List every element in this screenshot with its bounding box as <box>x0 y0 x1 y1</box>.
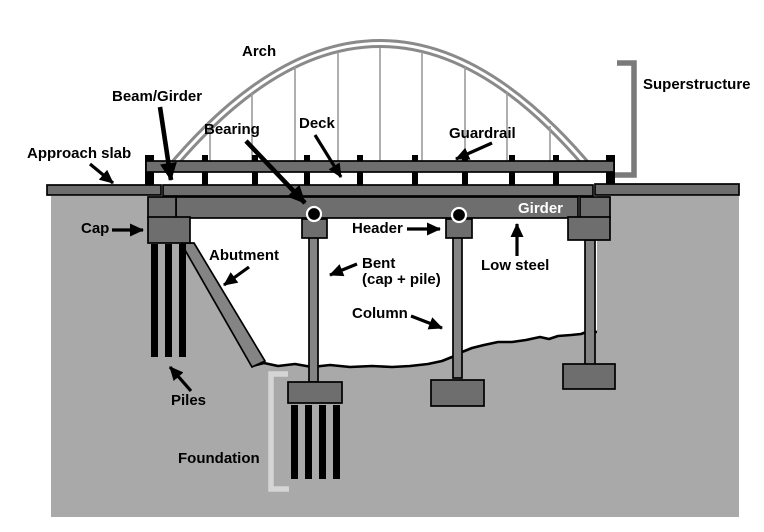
approach-slab-label: Approach slab <box>27 145 132 162</box>
abutment-cap-right <box>567 216 611 241</box>
abutment-piles <box>151 244 186 357</box>
bearing-arrow <box>244 139 307 205</box>
arch-label: Arch <box>242 43 277 60</box>
guardrail-label: Guardrail <box>449 125 516 142</box>
bent-label: Bent (cap + pile) <box>362 256 441 288</box>
approach-slab-right <box>594 183 740 196</box>
abutment-cap-left <box>147 216 191 244</box>
foundation-piles <box>291 405 340 479</box>
foundation-bracket <box>268 371 289 492</box>
foundation-label: Foundation <box>178 450 260 467</box>
abutment-arrow <box>223 265 250 287</box>
superstructure-bracket <box>615 60 637 178</box>
bent-arrow <box>329 262 358 277</box>
abutment-backwall-left <box>147 196 177 219</box>
header-label: Header <box>352 220 403 237</box>
column-arrow <box>410 314 443 330</box>
arch-hangers <box>209 48 551 162</box>
ground <box>51 196 739 517</box>
bent-label-line2: (cap + pile) <box>362 271 441 288</box>
approach-slab-left <box>46 184 162 196</box>
bearing-dot-1 <box>305 205 323 223</box>
footings <box>287 363 616 407</box>
beam-girder-label: Beam/Girder <box>112 88 203 105</box>
superstructure-label: Superstructure <box>643 76 751 93</box>
arch <box>164 39 596 170</box>
approach-slab-arrow <box>88 162 115 185</box>
bent-label-line1: Bent <box>362 255 396 272</box>
abutment-backwall-right <box>579 196 611 219</box>
beam-girder-arrow <box>157 106 177 181</box>
bearing-dot-2 <box>450 206 468 224</box>
low-steel-label: Low steel <box>481 257 550 274</box>
column-label: Column <box>352 305 408 322</box>
annotation-arrows <box>88 106 524 393</box>
guardrail-rail <box>145 160 615 173</box>
deck-slab <box>162 184 594 197</box>
girder-label: Girder <box>518 200 564 217</box>
guardrail-arrow <box>455 141 493 161</box>
piles-arrow <box>168 365 193 393</box>
deck-arrow <box>313 134 343 178</box>
piles-label: Piles <box>171 392 207 409</box>
cap-label: Cap <box>81 220 110 237</box>
deck-label: Deck <box>299 115 335 132</box>
bearing-label: Bearing <box>204 121 260 138</box>
abutment-label: Abutment <box>209 247 279 264</box>
